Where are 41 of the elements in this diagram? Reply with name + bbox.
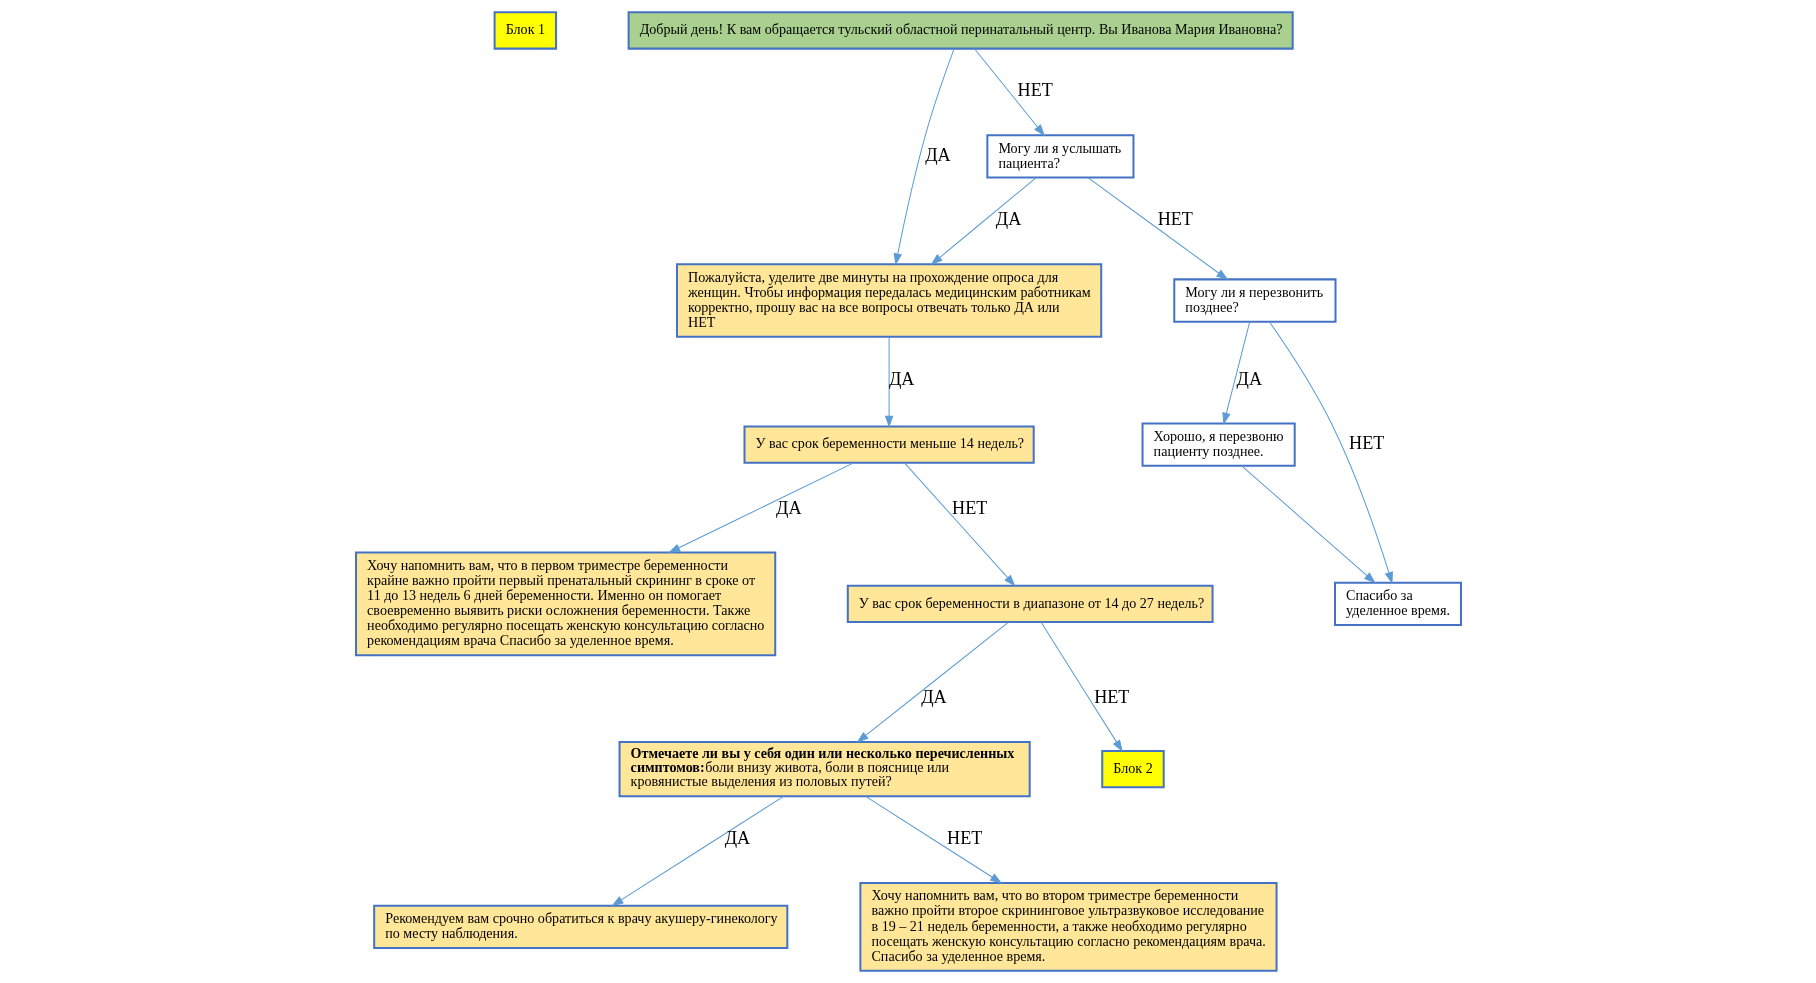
edge-label: НЕТ: [1093, 687, 1129, 708]
arrow: [1240, 465, 1376, 584]
node-box: Блок 2: [1100, 749, 1165, 789]
edge-label: ДА: [920, 687, 947, 708]
edge-label: ДА: [775, 497, 802, 518]
arrow: [864, 795, 1002, 884]
arrow: [610, 795, 784, 907]
node-box: Рекомендуем вам срочно обратиться к врачу акушеру-гинекологу по месту наблюдения.: [372, 904, 788, 949]
node-box: Отмечаете ли вы у себя один или несколько перечисленных симптомов:боли внизу живота, боли в пояснице или кровянистые выделения из половых путей?: [618, 740, 1031, 798]
arrow: [930, 177, 1036, 266]
edge-label: ДА: [724, 828, 750, 849]
arrow: [1268, 321, 1393, 585]
edge-label: ДА: [924, 144, 951, 165]
arrow: [1087, 177, 1228, 281]
arrow: [973, 48, 1045, 137]
node-box: Могу ли я перезвонить позднее?: [1172, 278, 1336, 323]
arrow: [667, 462, 854, 554]
edge-label: ДА: [995, 209, 1021, 230]
arrow: [856, 621, 1009, 743]
edge-label: НЕТ: [946, 828, 982, 849]
node-box: Хочу напомнить вам, что в первом триместре беременности крайне важно пройти первый пренатальный скрининг в сроке от 11 до 13 недель 6 дней беременности. Именно он помогает своевременно выявить риски осложнения беременности. Также необходимо регулярно посещать женскую консультацию согласно рекомендациям врача Спасибо за уделенное время.: [354, 551, 776, 657]
node-box: У вас срок беременности меньше 14 недель?: [743, 425, 1035, 464]
edge-label: НЕТ: [1017, 80, 1053, 101]
node-box: Блок 1: [493, 11, 557, 50]
node-box: Спасибо за уделенное время.: [1333, 581, 1462, 627]
node-box: Могу ли я услышать пациента?: [985, 134, 1134, 179]
arrow: [1221, 321, 1250, 425]
node-box: Хочу напомнить вам, что во втором триместре беременности важно пройти второе скрининговое ультразвуковое исследование в 19 – 21 недель беременности, а также необходимо регулярно посещать женскую консультацию согласно рекомендациям врача. Спасибо за уделенное время.: [858, 882, 1278, 972]
edge-label: НЕТ: [951, 497, 987, 518]
node-box: Пожалуйста, уделите две минуты на прохождение опроса для женщин. Чтобы информация передалась медицинским работникам корректно, прошу вас на все вопросы отвечать только ДА или НЕТ: [675, 263, 1102, 338]
edge-label: ДА: [888, 368, 914, 389]
arrow: [903, 462, 1015, 587]
edge-label: НЕТ: [1348, 433, 1384, 454]
arrow: [893, 48, 955, 266]
node-box: Хорошо, я перезвоню пациенту позднее.: [1141, 422, 1296, 467]
edge-label: ДА: [1236, 368, 1262, 389]
node-box: Добрый день! К вам обращается тульский областной перинатальный центр. Вы Иванова Мария Ивановна?: [627, 11, 1294, 50]
node-box: У вас срок беременности в диапазоне от 14 до 27 недель?: [846, 584, 1214, 623]
edge-label: НЕТ: [1157, 209, 1193, 230]
arrow: [884, 336, 893, 428]
arrow: [1039, 621, 1123, 752]
